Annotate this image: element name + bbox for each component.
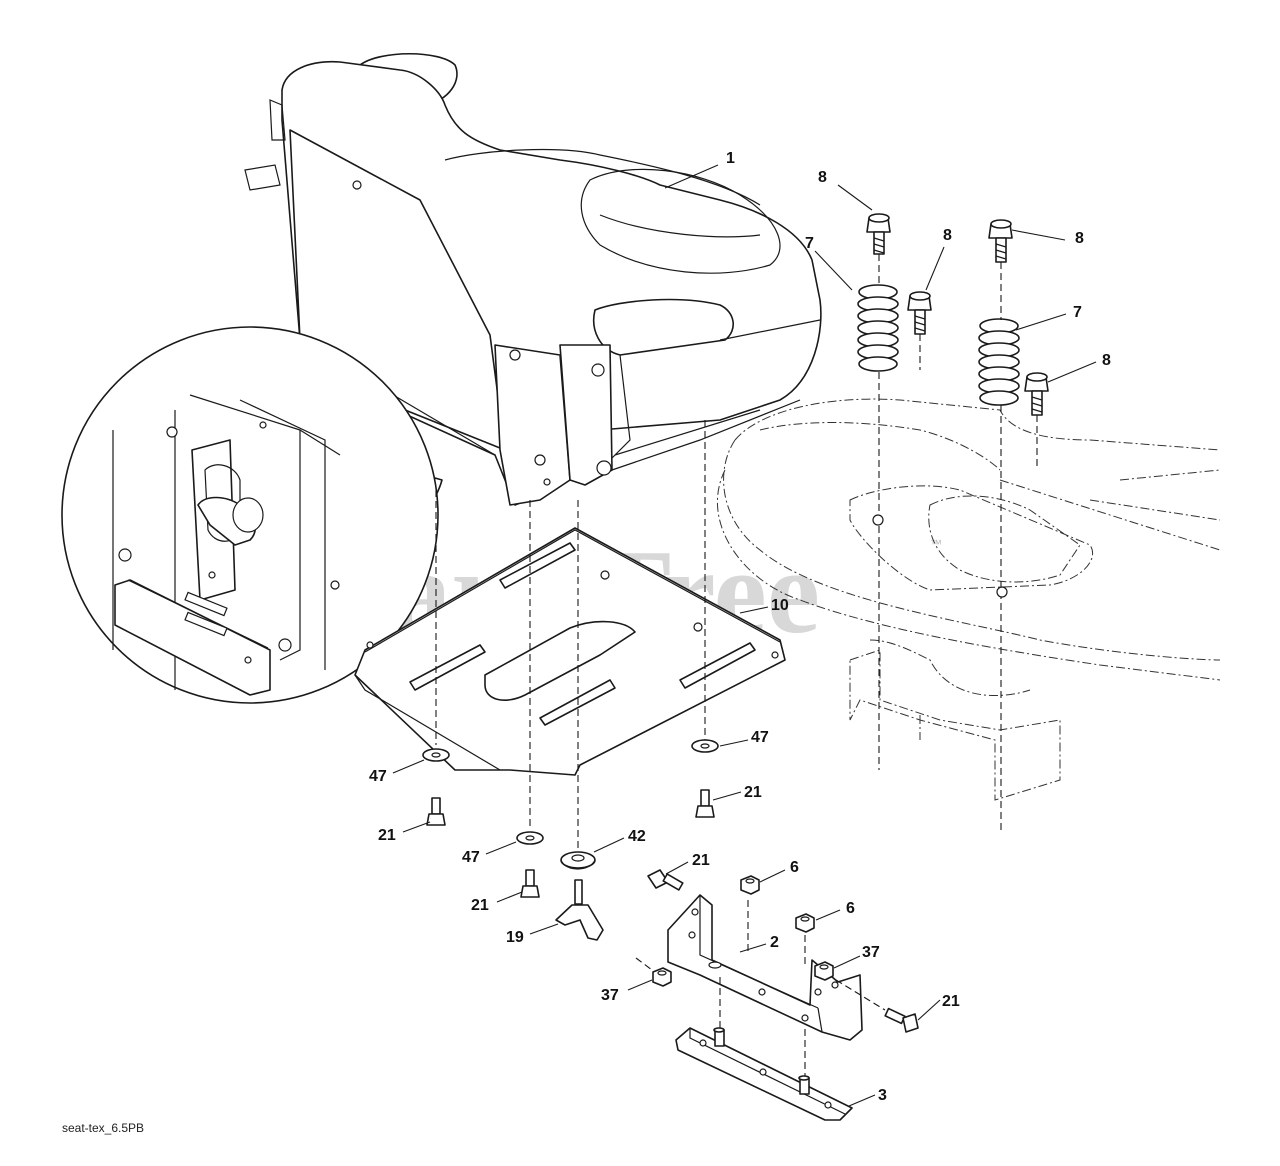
seat-assembly [244,53,822,506]
callout-seat-plate: 10 [771,597,789,614]
washer-right [691,739,719,753]
callout-labels: 1 8 8 8 8 7 7 10 47 47 47 21 21 21 42 19… [369,150,1111,1104]
callout-knob: 19 [506,929,524,946]
seat-plate [354,527,786,776]
callout-screw-right: 21 [744,784,762,801]
spring-b [978,318,1020,406]
callout-screw-bracket-right: 21 [942,993,960,1010]
bolt-c [988,219,1013,263]
bracket [667,894,863,1080]
screw-center [520,869,540,898]
callout-nut-d: 37 [601,987,619,1004]
callout-bolt-a: 8 [818,169,827,186]
bolt-a [866,213,891,255]
callout-bolt-b: 8 [943,227,952,244]
retainer [560,851,596,870]
callout-washer-center: 47 [462,849,480,866]
detail-inset [61,326,439,704]
callout-screw-bracket-top: 21 [692,852,710,869]
base-plate [675,1027,853,1121]
figure-code: seat-tex_6.5PB [62,1121,144,1135]
screw-left [426,797,446,826]
bolt-b [907,291,932,335]
callout-washer-right: 47 [751,729,769,746]
callout-spring-b: 7 [1073,304,1082,321]
nut-d [652,967,672,987]
callout-bracket: 2 [770,934,779,951]
callout-washer-left: 47 [369,768,387,785]
screw-bracket-top [647,869,684,891]
assembly-lines [435,420,706,850]
nut-dashed-lines [635,957,886,1011]
bolt-d [1024,372,1049,416]
washer-center [516,831,544,845]
callout-screw-left: 21 [378,827,396,844]
callout-base-plate: 3 [878,1087,887,1104]
springs-and-bolts [857,213,1049,830]
nut-a [740,875,760,895]
callout-bolt-d: 8 [1102,352,1111,369]
spring-a [857,284,899,372]
watermark-trademark: ™ [930,537,942,551]
washer-left [422,748,450,762]
callout-nut-c: 37 [862,944,880,961]
screw-bracket-right [884,1007,919,1033]
callout-bolt-c: 8 [1075,230,1084,247]
leader-lines [392,164,1097,1107]
screw-right [695,789,715,818]
callout-spring-a: 7 [805,235,814,252]
callout-screw-center: 21 [471,897,489,914]
callout-seat: 1 [726,150,735,167]
callout-retainer: 42 [628,828,646,845]
callout-nut-b: 6 [846,900,855,917]
knob [555,879,604,941]
nut-c [814,961,834,981]
mower-body-outline [716,398,1221,801]
nut-b [795,913,815,933]
callout-nut-a: 6 [790,859,799,876]
